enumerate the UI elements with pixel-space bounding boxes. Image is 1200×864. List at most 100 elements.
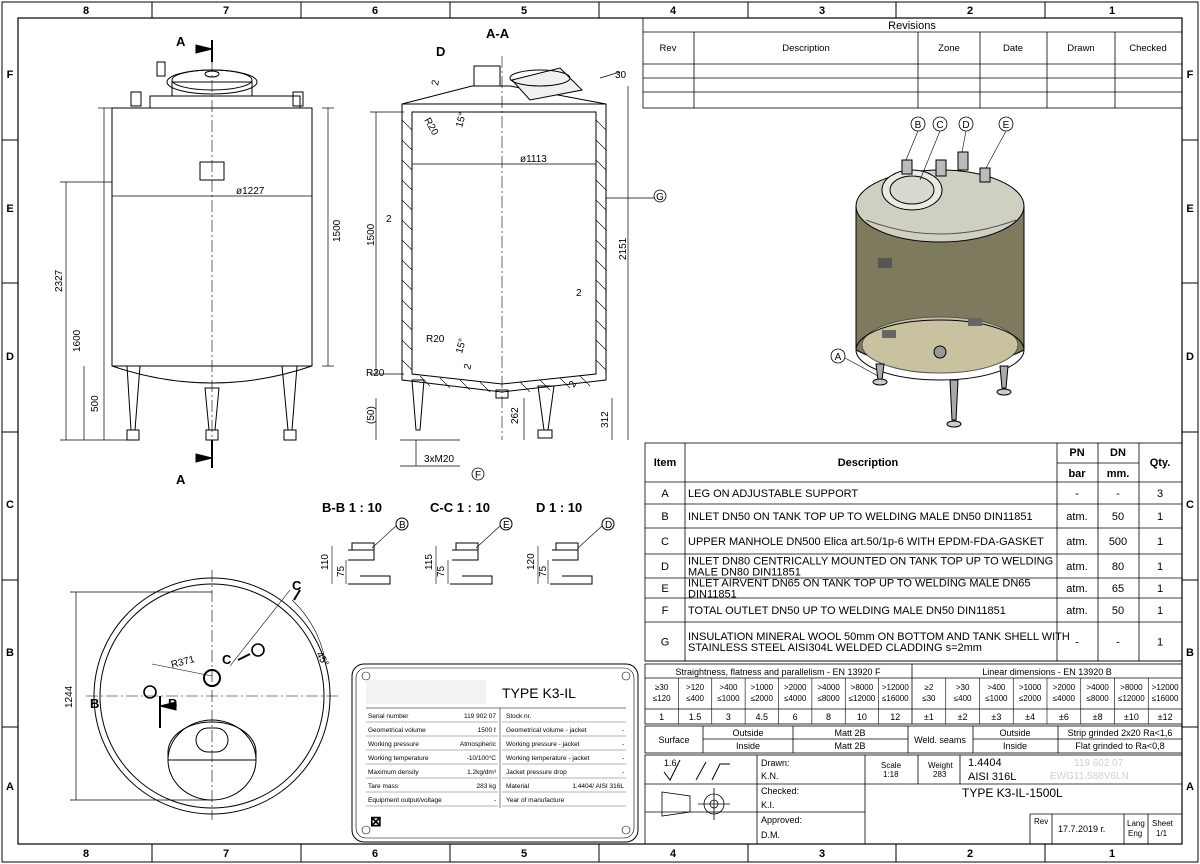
nameplate-field-value: 1500 ℓ <box>478 727 497 734</box>
linear-value: ±12 <box>1158 712 1173 722</box>
nameplate-right-rows: Stock nr.Geometrical volume - jacket-Wor… <box>502 713 626 807</box>
dim-thickness: 30 <box>615 70 627 81</box>
nameplate-field-label: Tare mass <box>368 783 399 790</box>
nameplate-field-value: -10/100°C <box>467 754 497 762</box>
finish-inside-value: Matt 2B <box>834 741 865 751</box>
straightness-range-from: >12000 <box>882 683 909 692</box>
finish-weld-outside-value: Strip grinded 2x20 Ra<1,6 <box>1068 728 1173 738</box>
parts-header-dn-unit: mm. <box>1107 468 1130 480</box>
linear-range-from: >12000 <box>1152 683 1179 692</box>
zone-row-label: D <box>6 351 14 363</box>
dim-diameter: ø1113 <box>520 154 547 165</box>
parts-header-pn: PN <box>1069 447 1084 459</box>
callout-letter-c: C <box>936 120 943 131</box>
parts-header-pn-unit: bar <box>1068 468 1086 480</box>
linear-value: ±10 <box>1124 712 1139 722</box>
zone-col-label: 3 <box>819 5 825 17</box>
finish-inside: Inside <box>736 741 760 751</box>
straightness-range-to: ≤12000 <box>849 694 876 703</box>
nameplate-field-value: 1.4404/ AISI 316L <box>572 783 624 790</box>
zone-col-label: 6 <box>372 5 378 17</box>
zone-col-label: 8 <box>83 848 89 860</box>
zone-row-label: C <box>6 499 14 511</box>
zone-row-label: D <box>1186 351 1194 363</box>
finish-outside-value: Matt 2B <box>834 728 865 738</box>
parts-header-description: Description <box>838 457 899 469</box>
straightness-value: 6 <box>793 712 798 722</box>
nameplate-field-label: Maximum density <box>368 769 419 776</box>
zone-row-label: A <box>1186 781 1194 793</box>
cut-marker-label: C <box>222 652 232 667</box>
nameplate-field-value: - <box>622 769 624 776</box>
dim-height: 75 <box>436 565 447 577</box>
dim-height: 500 <box>90 395 101 412</box>
linear-value: ±4 <box>1025 712 1035 722</box>
dim-thickness: 2 <box>430 79 442 87</box>
callout-letter-d: D <box>436 44 445 59</box>
parts-qty: 1 <box>1157 561 1163 573</box>
parts-item: B <box>661 511 668 523</box>
cut-marker-label: B <box>168 696 177 711</box>
straightness-range-to: ≤4000 <box>784 694 807 703</box>
finish-labels: Surface Outside Inside Matt 2B Matt 2B W… <box>658 728 1172 751</box>
dim-height: 115 <box>424 554 435 570</box>
straightness-range-from: >4000 <box>817 683 840 692</box>
detail-views <box>331 517 615 585</box>
straightness-range-from: >2000 <box>784 683 807 692</box>
zone-row-label: F <box>7 69 14 81</box>
zone-col-label: 3 <box>819 848 825 860</box>
zone-row-label: B <box>1186 647 1194 659</box>
weight-value: 283 <box>933 770 947 779</box>
straightness-range-from: >400 <box>719 683 738 692</box>
detail-labels: B-B 1 : 10 C-C 1 : 10 D 1 : 10 B E D 110… <box>320 500 612 577</box>
material-grade: 1.4404 <box>968 757 1002 769</box>
zone-col-label: 2 <box>967 848 973 860</box>
tolerance-linear-title: Linear dimensions - EN 13920 B <box>982 667 1112 677</box>
nameplate-field-label: Stock nr. <box>506 713 531 720</box>
linear-value: ±6 <box>1059 712 1069 722</box>
dim-radius: R20 <box>366 368 385 379</box>
dim-thickness: 2 <box>576 288 582 299</box>
parts-item: D <box>661 561 669 573</box>
linear-range-to: ≤2000 <box>1019 694 1042 703</box>
parts-description: TOTAL OUTLET DN50 UP TO WELDING MALE DN5… <box>688 605 1006 617</box>
parts-description: INLET DN50 ON TANK TOP UP TO WELDING MAL… <box>688 511 1033 523</box>
material-aisi: AISI 316L <box>968 771 1016 783</box>
nameplate-field-label: Geometrical volume - jacket <box>506 727 587 734</box>
linear-range-from: >30 <box>956 683 970 692</box>
straightness-value: 12 <box>890 712 900 722</box>
parts-header-item: Item <box>654 457 677 469</box>
linear-value: ±3 <box>991 712 1001 722</box>
linear-range-to: ≤12000 <box>1118 694 1145 703</box>
parts-qty: 1 <box>1157 583 1163 595</box>
detail-title-bb: B-B 1 : 10 <box>322 500 382 515</box>
zone-col-label: 4 <box>670 848 677 860</box>
parts-item: F <box>662 605 669 617</box>
tolerance-straight-title: Straightness, flatness and parallelism -… <box>675 667 881 677</box>
linear-range-to: ≤1000 <box>985 694 1008 703</box>
faded-code: 119 602 07 <box>1074 758 1124 769</box>
dim-thread: 3xM20 <box>424 454 454 465</box>
cut-marker-label: B <box>90 696 99 711</box>
parts-description: UPPER MANHOLE DN500 Elica art.50/1p-6 WI… <box>688 536 1044 548</box>
rev-label: Rev <box>1034 817 1048 826</box>
parts-item: C <box>661 536 669 548</box>
linear-range-from: >400 <box>987 683 1006 692</box>
nameplate-field-value: - <box>622 741 624 748</box>
sheet-label: Sheet <box>1152 819 1174 828</box>
parts-item: G <box>661 637 670 649</box>
straightness-range-from: >120 <box>686 683 705 692</box>
nameplate-field-label: Working pressure <box>368 741 419 748</box>
finish-table <box>644 725 1183 754</box>
parts-dn: 50 <box>1112 605 1124 617</box>
drawn-value: K.N. <box>761 771 779 781</box>
nameplate-field-value: - <box>494 797 496 804</box>
nameplate-field-value: 119 902 07 <box>464 713 496 720</box>
callout-letter-e: E <box>503 520 510 531</box>
checked-value: K.I. <box>761 800 775 810</box>
nameplate-field-label: Working temperature <box>368 755 429 762</box>
callout-letter-b: B <box>915 120 922 131</box>
approved-label: Approved: <box>761 815 802 825</box>
zone-col-label: 4 <box>670 5 677 17</box>
straightness-value: 10 <box>857 712 867 722</box>
